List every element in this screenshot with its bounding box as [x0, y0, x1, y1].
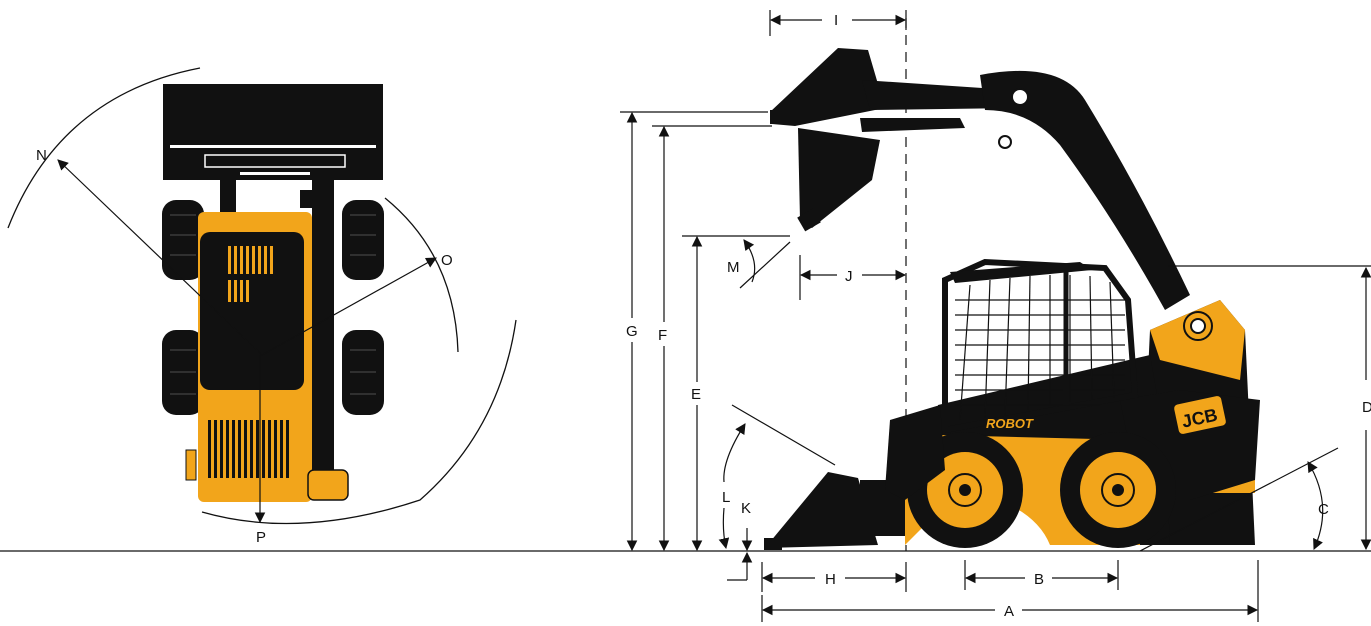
label-g: G [626, 323, 638, 340]
label-j: J [845, 268, 853, 285]
cab-frame [942, 258, 1139, 434]
label-f: F [658, 327, 667, 344]
side-body-black [938, 355, 1170, 545]
label-a: A [1004, 603, 1014, 620]
dimension-lines [620, 10, 1371, 622]
turning-arc-n [7, 67, 201, 229]
top-wheel-fr [342, 200, 384, 280]
side-view-machine [764, 48, 1260, 550]
label-m: M [727, 259, 740, 276]
raised-bucket [770, 48, 885, 126]
turning-arc-o [384, 197, 459, 353]
top-bucket [163, 84, 383, 180]
top-view-machine [7, 67, 517, 525]
model-label: ROBOT [986, 416, 1034, 431]
label-b: B [1034, 571, 1044, 588]
label-n: N [36, 147, 47, 164]
cab-mesh [955, 275, 1125, 421]
lift-arm [980, 70, 1190, 310]
label-k: K [741, 500, 751, 517]
top-cab-roof [200, 232, 304, 390]
top-wheel-fl [162, 200, 204, 280]
label-e: E [691, 386, 701, 403]
top-rear-grille [208, 420, 289, 478]
lowered-bucket [765, 472, 878, 548]
dumping-bucket [798, 128, 880, 228]
top-roof-vents [228, 246, 273, 302]
label-p: P [256, 529, 266, 546]
label-h: H [825, 571, 836, 588]
radius-line-n [57, 159, 263, 356]
label-l: L [722, 489, 730, 506]
brand-logo: JCB [1174, 396, 1226, 434]
label-d: D [1362, 399, 1371, 416]
label-c: C [1318, 501, 1329, 518]
radius-line-o [261, 257, 437, 356]
label-o: O [441, 252, 453, 269]
label-i: I [834, 12, 838, 29]
